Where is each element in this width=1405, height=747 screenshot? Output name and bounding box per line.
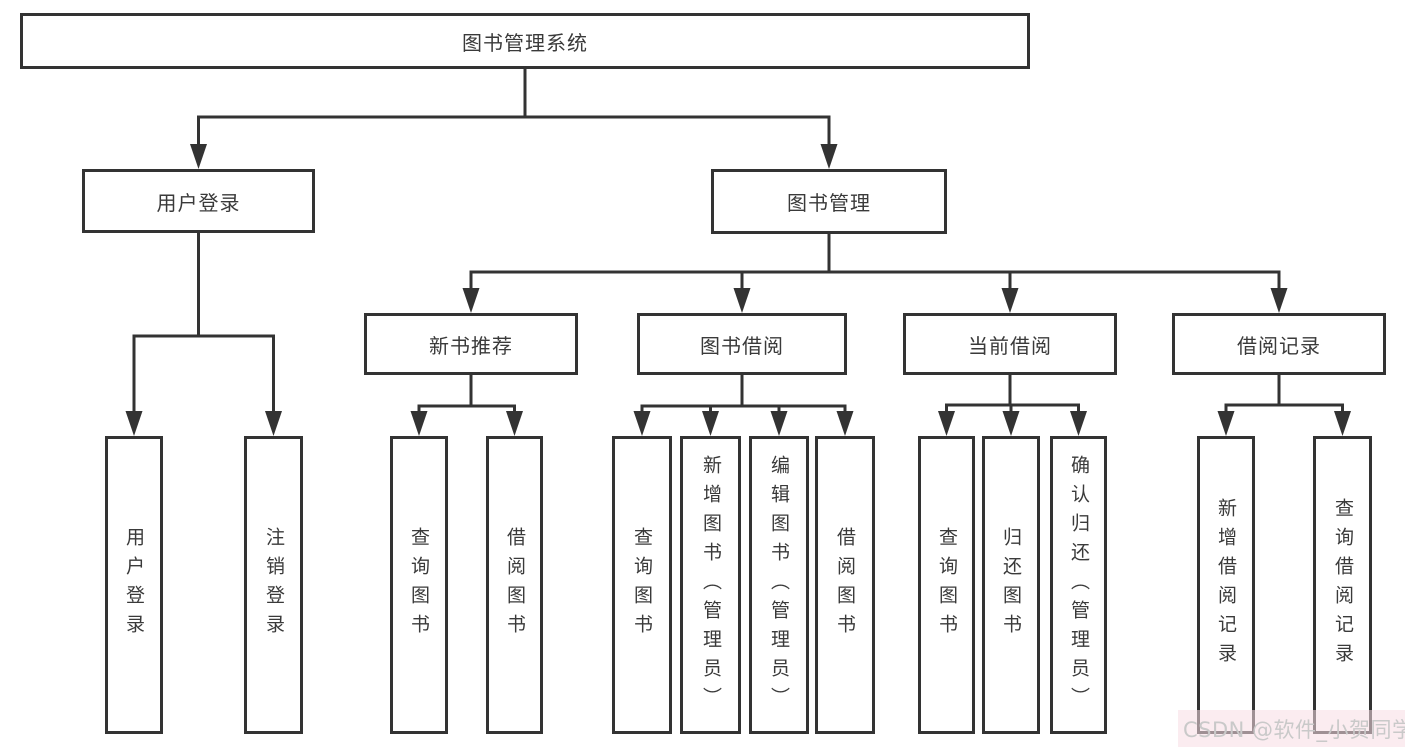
node-leaf-logout: 注销登录 <box>244 436 303 734</box>
node-leaf-confirm-return-admin: 确认归还（管理员） <box>1050 436 1107 734</box>
node-leaf-query-books-borrow: 查询图书 <box>612 436 672 734</box>
node-user-login: 用户登录 <box>82 169 315 233</box>
node-leaf-add-books-admin: 新增图书（管理员） <box>680 436 741 734</box>
node-leaf-query-books-recommend: 查询图书 <box>390 436 448 734</box>
node-leaf-add-borrow-record: 新增借阅记录 <box>1197 436 1255 734</box>
node-leaf-edit-books-admin: 编辑图书（管理员） <box>749 436 809 734</box>
node-borrow-records: 借阅记录 <box>1172 313 1386 375</box>
node-leaf-borrow-books-recommend: 借阅图书 <box>486 436 543 734</box>
arrowheads <box>125 144 1351 436</box>
node-leaf-borrow-books: 借阅图书 <box>815 436 875 734</box>
node-leaf-query-books-current: 查询图书 <box>918 436 975 734</box>
node-leaf-user-login: 用户登录 <box>105 436 163 734</box>
node-current-borrow: 当前借阅 <box>903 313 1117 375</box>
node-new-book-recommend: 新书推荐 <box>364 313 578 375</box>
node-leaf-query-borrow-record: 查询借阅记录 <box>1313 436 1372 734</box>
node-root: 图书管理系统 <box>20 13 1030 69</box>
watermark-text: CSDN @软件_小贺同学 <box>1183 718 1405 742</box>
node-book-management: 图书管理 <box>711 169 947 234</box>
node-leaf-return-books: 归还图书 <box>982 436 1040 734</box>
node-book-borrow: 图书借阅 <box>637 313 847 375</box>
watermark-background <box>1178 710 1405 747</box>
